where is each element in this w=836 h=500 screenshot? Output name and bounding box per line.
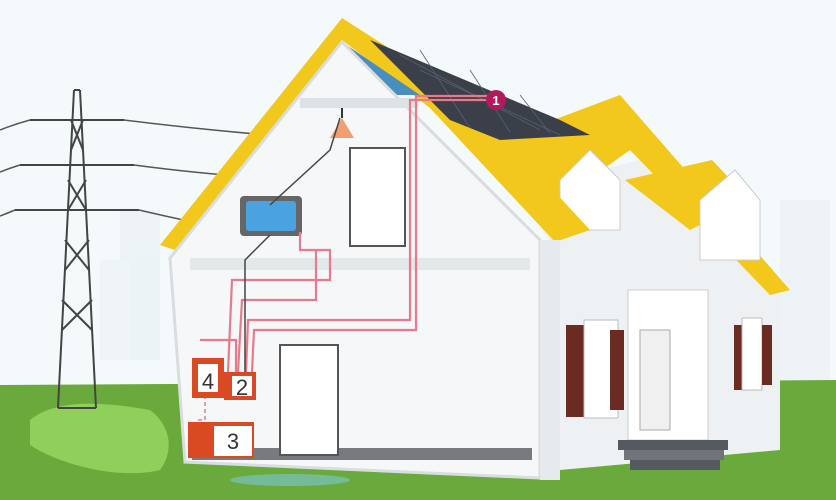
television	[240, 196, 302, 236]
ground-ellipse	[230, 474, 350, 486]
attic-floor	[300, 98, 418, 108]
front-door	[640, 330, 670, 430]
window-shutter	[762, 325, 772, 385]
upstairs-door	[350, 148, 405, 246]
window-shutter	[610, 330, 624, 410]
downstairs-door	[280, 345, 338, 455]
inverter-label: 2	[236, 375, 248, 400]
window	[742, 318, 762, 390]
front-steps	[618, 440, 728, 450]
battery-label: 3	[227, 429, 239, 454]
meter-label: 4	[202, 369, 214, 394]
solar-panel-label: 1	[492, 93, 499, 108]
battery-box	[188, 422, 254, 458]
upper-floor-slab	[190, 258, 530, 270]
window-shutter	[566, 325, 584, 417]
